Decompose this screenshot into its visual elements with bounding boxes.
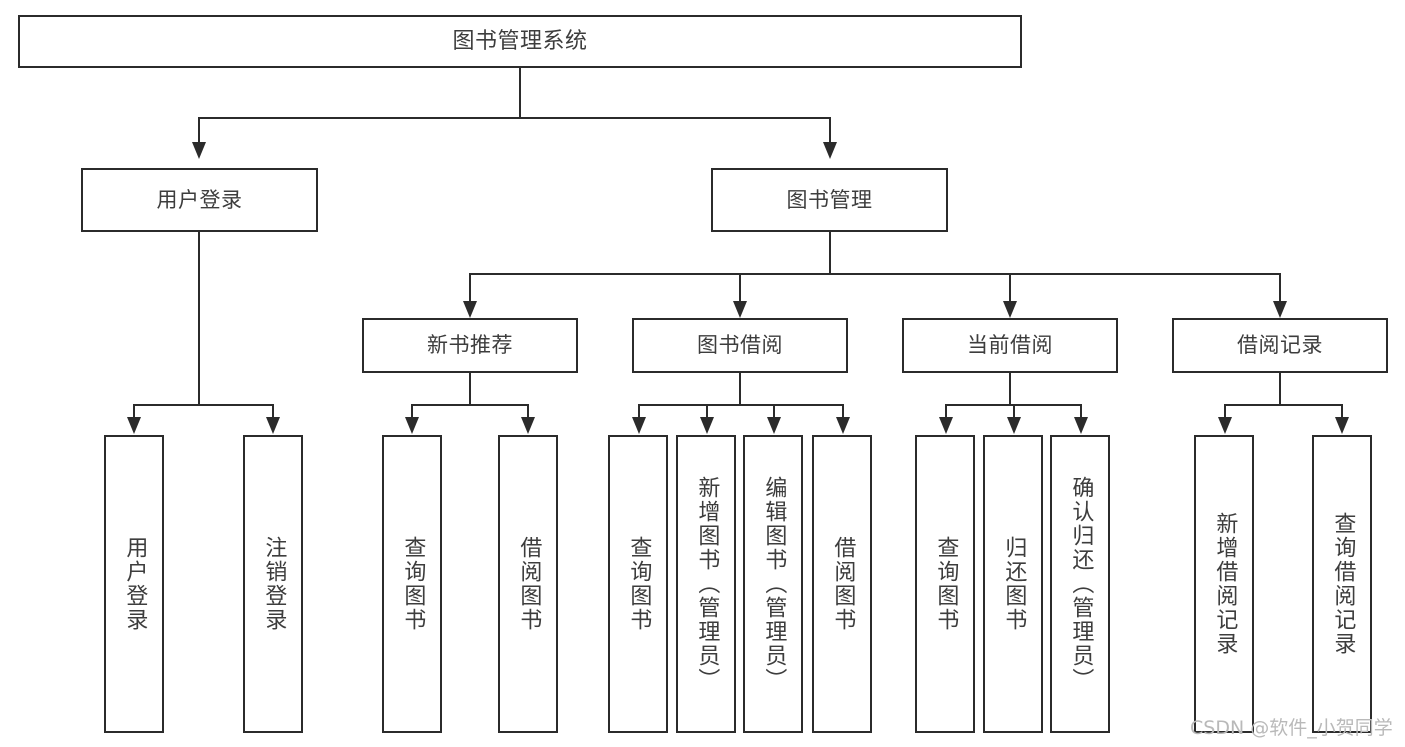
- arrow-to-leaf-return-book: [1007, 417, 1021, 434]
- node-user-login[interactable]: 用户登录: [81, 168, 318, 232]
- node-label: 确认归还（管理员）: [1068, 476, 1094, 692]
- node-label: 查询图书: [933, 536, 959, 632]
- node-label: 用户登录: [156, 187, 243, 212]
- connector-level2-drop-book-management: [829, 117, 831, 143]
- leaf-query-borrow-record[interactable]: 查询借阅记录: [1312, 435, 1372, 733]
- leaf-query-book-current[interactable]: 查询图书: [915, 435, 975, 733]
- connector-root-stem: [519, 68, 521, 118]
- arrow-to-leaf-borrow-book-b: [836, 417, 850, 434]
- node-label: 借阅图书: [830, 536, 856, 632]
- node-label: 当前借阅: [967, 333, 1053, 358]
- node-label: 图书管理系统: [452, 28, 588, 54]
- connector-user-login-drop-2: [272, 404, 274, 418]
- node-label: 新增借阅记录: [1212, 512, 1238, 656]
- node-root-book-management-system[interactable]: 图书管理系统: [18, 15, 1022, 68]
- arrow-to-borrow-record: [1273, 301, 1287, 318]
- node-label: 借阅记录: [1237, 333, 1323, 358]
- connector-book-borrow-bus: [638, 404, 843, 406]
- node-label: 查询图书: [626, 536, 652, 632]
- arrow-to-leaf-user-login: [127, 417, 141, 434]
- leaf-add-book-admin[interactable]: 新增图书（管理员）: [676, 435, 736, 733]
- connector-level1-bus: [198, 117, 831, 119]
- node-label: 新增图书（管理员）: [694, 476, 720, 692]
- arrow-to-leaf-query-book-b: [632, 417, 646, 434]
- leaf-logout[interactable]: 注销登录: [243, 435, 303, 733]
- node-borrow-record[interactable]: 借阅记录: [1172, 318, 1388, 373]
- arrow-to-book-borrow: [733, 301, 747, 318]
- connector-current-borrow-drop-3: [1080, 404, 1082, 418]
- node-book-management[interactable]: 图书管理: [711, 168, 948, 232]
- leaf-borrow-book-recommend[interactable]: 借阅图书: [498, 435, 558, 733]
- connector-book-borrow-drop-3: [773, 404, 775, 418]
- node-label: 图书管理: [786, 187, 873, 212]
- connector-current-borrow-drop-1: [945, 404, 947, 418]
- connector-level3-drop-new-book: [469, 273, 471, 302]
- connector-book-management-stem: [829, 232, 831, 274]
- connector-level3-drop-borrow-record: [1279, 273, 1281, 302]
- connector-user-login-stem: [198, 232, 200, 405]
- leaf-query-book-recommend[interactable]: 查询图书: [382, 435, 442, 733]
- node-current-borrow[interactable]: 当前借阅: [902, 318, 1118, 373]
- leaf-query-book-borrow[interactable]: 查询图书: [608, 435, 668, 733]
- node-label: 借阅图书: [516, 536, 542, 632]
- connector-borrow-record-drop-1: [1224, 404, 1226, 418]
- connector-user-login-drop-1: [133, 404, 135, 418]
- arrow-to-leaf-confirm-return: [1074, 417, 1088, 434]
- leaf-return-book[interactable]: 归还图书: [983, 435, 1043, 733]
- connector-level3-drop-current-borrow: [1009, 273, 1011, 302]
- connector-new-book-stem: [469, 373, 471, 405]
- connector-new-book-drop-2: [527, 404, 529, 418]
- connector-current-borrow-drop-2: [1013, 404, 1015, 418]
- arrow-to-book-management: [823, 142, 837, 159]
- connector-borrow-record-stem: [1279, 373, 1281, 405]
- connector-book-borrow-drop-2: [706, 404, 708, 418]
- connector-user-login-bus: [133, 404, 273, 406]
- arrow-to-new-book-recommend: [463, 301, 477, 318]
- arrow-to-current-borrow: [1003, 301, 1017, 318]
- arrow-to-leaf-add-record: [1218, 417, 1232, 434]
- leaf-confirm-return-admin[interactable]: 确认归还（管理员）: [1050, 435, 1110, 733]
- arrow-to-leaf-query-record: [1335, 417, 1349, 434]
- node-new-book-recommend[interactable]: 新书推荐: [362, 318, 578, 373]
- arrow-to-leaf-edit-book: [767, 417, 781, 434]
- connector-level2-drop-user-login: [198, 117, 200, 143]
- node-label: 编辑图书（管理员）: [761, 476, 787, 692]
- connector-book-borrow-drop-4: [842, 404, 844, 418]
- node-label: 查询借阅记录: [1330, 512, 1356, 656]
- connector-current-borrow-stem: [1009, 373, 1011, 405]
- leaf-add-borrow-record[interactable]: 新增借阅记录: [1194, 435, 1254, 733]
- connector-borrow-record-drop-2: [1341, 404, 1343, 418]
- node-book-borrow[interactable]: 图书借阅: [632, 318, 848, 373]
- connector-book-borrow-drop-1: [638, 404, 640, 418]
- arrow-to-user-login: [192, 142, 206, 159]
- arrow-to-leaf-add-book: [700, 417, 714, 434]
- leaf-edit-book-admin[interactable]: 编辑图书（管理员）: [743, 435, 803, 733]
- node-label: 新书推荐: [427, 333, 513, 358]
- connector-new-book-drop-1: [411, 404, 413, 418]
- node-label: 用户登录: [122, 536, 148, 632]
- leaf-borrow-book[interactable]: 借阅图书: [812, 435, 872, 733]
- node-label: 图书借阅: [697, 333, 783, 358]
- arrow-to-leaf-logout: [266, 417, 280, 434]
- csdn-watermark: CSDN @软件_小贺同学: [1190, 713, 1393, 740]
- connector-level3-bus: [469, 273, 1280, 275]
- arrow-to-leaf-query-book-c: [939, 417, 953, 434]
- connector-level3-drop-book-borrow: [739, 273, 741, 302]
- arrow-to-leaf-query-book-a: [405, 417, 419, 434]
- connector-borrow-record-bus: [1224, 404, 1342, 406]
- leaf-user-login[interactable]: 用户登录: [104, 435, 164, 733]
- connector-new-book-bus: [411, 404, 528, 406]
- watermark-text: CSDN @软件_小贺同学: [1190, 717, 1393, 739]
- node-label: 归还图书: [1001, 536, 1027, 632]
- connector-book-borrow-stem: [739, 373, 741, 405]
- arrow-to-leaf-borrow-book-a: [521, 417, 535, 434]
- node-label: 注销登录: [261, 536, 287, 632]
- node-label: 查询图书: [400, 536, 426, 632]
